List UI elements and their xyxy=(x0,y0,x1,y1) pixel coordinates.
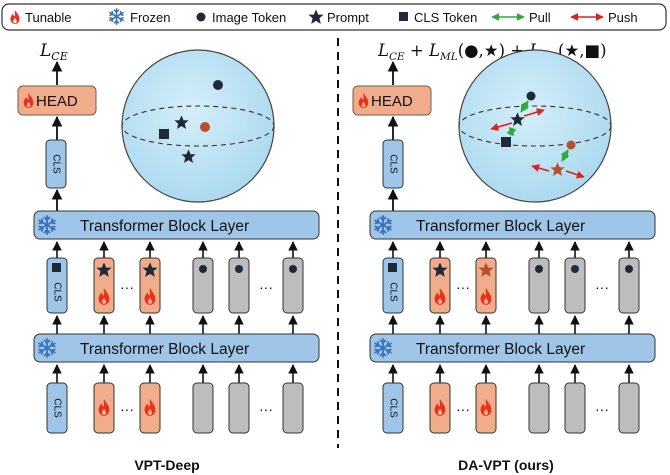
cls-label: CLS xyxy=(387,398,398,418)
image-token-dot-icon xyxy=(526,91,536,101)
cls-label: CLS xyxy=(387,154,398,174)
sphere-equator xyxy=(121,105,275,147)
ellipsis: ··· xyxy=(595,401,609,417)
head-label: HEAD xyxy=(371,93,413,110)
bottom-token-row: CLS ··· ··· xyxy=(382,364,640,434)
transformer-block-top xyxy=(369,210,656,240)
image-token xyxy=(192,257,214,314)
image-token xyxy=(228,257,250,314)
cls-token-top xyxy=(45,139,67,189)
transformer-block-top xyxy=(33,210,320,240)
image-token-dot-icon xyxy=(199,265,207,273)
legend-tunable: Tunable xyxy=(25,10,72,25)
cls-square-icon xyxy=(399,12,408,21)
ellipsis: ··· xyxy=(259,401,273,417)
legend-frame xyxy=(1,3,667,31)
pull-arrow-icon xyxy=(506,126,517,137)
image-token xyxy=(564,382,586,434)
ellipsis: ··· xyxy=(595,279,609,295)
image-token-dot-icon xyxy=(289,265,297,273)
pull-arrow-icon xyxy=(520,100,529,113)
image-token-dot-icon xyxy=(566,140,576,150)
image-token xyxy=(192,382,214,434)
legend-prompt: Prompt xyxy=(327,10,369,25)
left-panel: LCE HEAD CLS Transformer Block Layer CLS xyxy=(17,41,320,473)
image-token-dot-icon xyxy=(213,80,223,90)
right-panel: LCE + LML(●,★) + LML(★,■) HEAD CLS Trans… xyxy=(352,41,656,473)
head-box xyxy=(17,85,97,116)
legend-image-token: Image Token xyxy=(212,10,286,25)
sphere xyxy=(121,49,275,203)
push-arrow-icon xyxy=(523,108,545,117)
image-token xyxy=(564,257,586,314)
head-box xyxy=(352,85,432,116)
ellipsis: ··· xyxy=(259,279,273,295)
pull-arrow-icon xyxy=(561,149,569,162)
legend-cls-token: CLS Token xyxy=(414,10,477,25)
cls-label: CLS xyxy=(387,282,398,302)
ellipsis: ··· xyxy=(456,279,470,295)
image-token xyxy=(228,382,250,434)
ellipsis: ··· xyxy=(456,401,470,417)
legend-pull: Pull xyxy=(529,10,551,25)
cls-square-icon xyxy=(159,129,169,139)
block-label: Transformer Block Layer xyxy=(416,218,585,235)
ellipsis: ··· xyxy=(120,401,134,417)
legend: Tunable Frozen Image Token Prompt CLS To… xyxy=(1,3,667,31)
caption: VPT-Deep xyxy=(134,457,199,473)
image-token xyxy=(282,257,304,314)
cls-label: CLS xyxy=(50,154,61,174)
push-arrow-icon xyxy=(565,170,585,179)
legend-push: Push xyxy=(608,10,638,25)
head-label: HEAD xyxy=(36,93,78,110)
image-token-dot-icon xyxy=(235,265,243,273)
caption: DA-VPT (ours) xyxy=(458,457,554,473)
embedding-sphere xyxy=(121,49,275,203)
cls-token-top xyxy=(382,139,404,189)
cls-square-icon xyxy=(501,137,511,147)
loss-label: LCE xyxy=(39,41,68,63)
cls-label: CLS xyxy=(51,282,62,302)
image-token-dot-icon xyxy=(200,122,210,132)
cls-label: CLS xyxy=(51,398,62,418)
block-label: Transformer Block Layer xyxy=(80,341,249,358)
image-token-dot-icon xyxy=(535,265,543,273)
embedding-sphere xyxy=(458,49,612,203)
sphere-equator xyxy=(458,105,612,147)
cls-token xyxy=(46,382,68,434)
cls-square-icon xyxy=(388,263,397,272)
image-token-dot-icon xyxy=(196,12,206,22)
transformer-block-bottom xyxy=(369,333,656,363)
image-token xyxy=(618,257,640,314)
transformer-block-bottom xyxy=(33,333,320,363)
block-label: Transformer Block Layer xyxy=(80,218,249,235)
legend-frozen: Frozen xyxy=(130,10,170,25)
push-arrow-icon xyxy=(531,164,550,172)
image-token xyxy=(528,257,550,314)
image-token xyxy=(528,382,550,434)
middle-token-row: CLS ··· ··· xyxy=(46,241,304,334)
image-token-dot-icon xyxy=(571,265,579,273)
bottom-token-row: CLS ··· ··· xyxy=(46,364,304,434)
middle-token-row: CLS ··· ··· xyxy=(382,241,640,334)
image-token xyxy=(618,382,640,434)
image-token xyxy=(282,382,304,434)
image-token-dot-icon xyxy=(625,265,633,273)
block-label: Transformer Block Layer xyxy=(416,341,585,358)
cls-square-icon xyxy=(52,263,61,272)
push-arrow-icon xyxy=(490,122,513,131)
sphere xyxy=(458,49,612,203)
ellipsis: ··· xyxy=(120,279,134,295)
cls-token xyxy=(382,382,404,434)
